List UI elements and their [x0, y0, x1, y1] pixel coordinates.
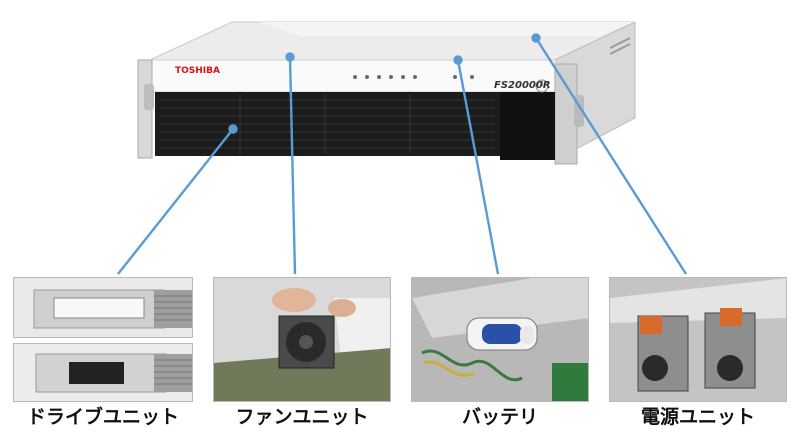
callout-dot-power [531, 33, 541, 43]
fan-unit-photo [213, 277, 391, 402]
brand-logo: TOSHIBA [175, 66, 220, 76]
bezel-mesh [160, 94, 495, 154]
drive-unit-photo-bottom [13, 343, 193, 402]
callout-line-fan [288, 56, 297, 275]
battery-photo [411, 277, 589, 402]
callout-line-battery [456, 59, 500, 275]
right-rack-ear [554, 63, 578, 165]
callout-dot-fan [285, 52, 295, 62]
power-unit-photo [609, 277, 787, 402]
drive-unit-photo-top [13, 277, 193, 338]
caption-fan-unit: ファンユニット [235, 406, 369, 428]
status-leds [353, 75, 474, 79]
power-bay [500, 92, 555, 160]
caption-power-unit: 電源ユニット [640, 406, 755, 428]
caption-battery: バッテリ [461, 406, 538, 428]
caption-drive-unit: ドライブユニット [26, 406, 179, 428]
model-label: FS20000R [494, 80, 551, 91]
callout-lines [117, 33, 688, 275]
callout-dot-battery [453, 55, 463, 65]
callout-line-power [534, 37, 688, 275]
left-handle [144, 84, 154, 110]
callout-line-drive [117, 128, 234, 275]
callout-dot-drive [228, 124, 238, 134]
